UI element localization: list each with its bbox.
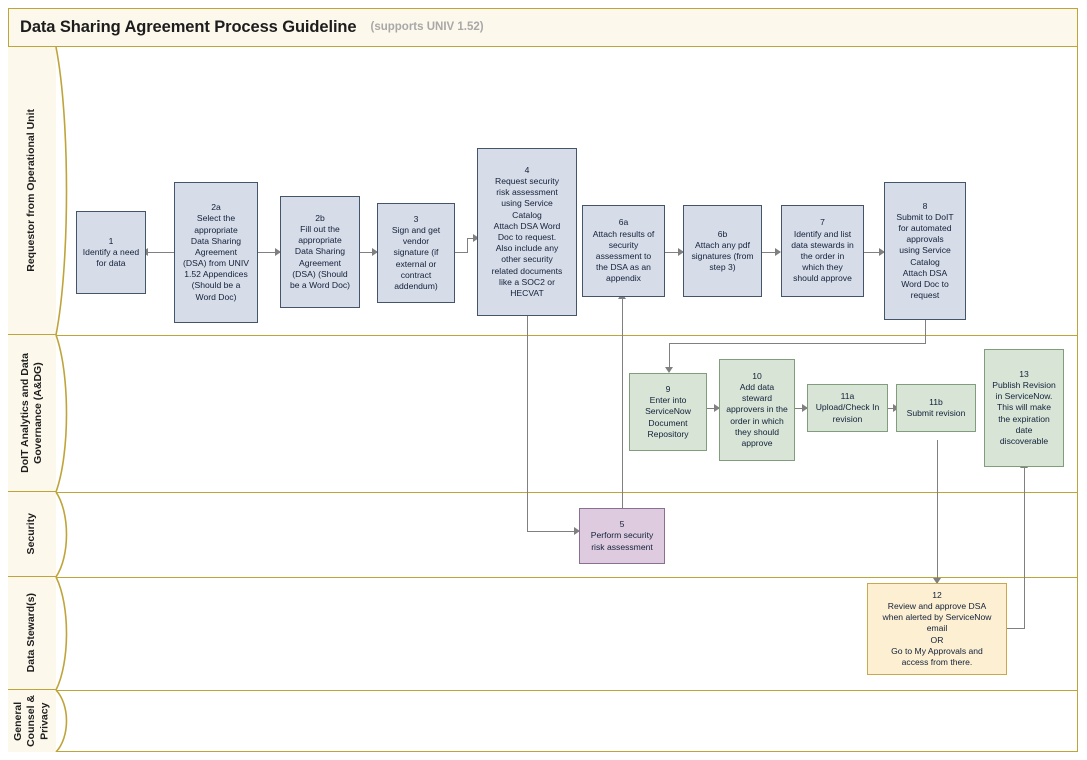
connector-10-to-11a	[795, 408, 807, 410]
lane-label-steward: Data Steward(s)	[8, 577, 56, 690]
arrowhead-3-to-4	[473, 234, 479, 242]
process-node-11b[interactable]: 11b Submit revision	[896, 384, 976, 432]
connector-12-to-13-seg2	[1024, 467, 1026, 629]
process-node-3[interactable]: 3 Sign and get vendor signature (if exte…	[377, 203, 455, 303]
arrowhead-6b-to-7	[775, 248, 781, 256]
arrowhead-7-to-8	[879, 248, 885, 256]
connector-3-to-4-seg3	[467, 238, 477, 240]
lane-divider-3	[56, 577, 1078, 578]
process-node-10[interactable]: 10 Add data steward approvers in the ord…	[719, 359, 795, 461]
lane-divider-1	[56, 335, 1078, 336]
connector-8-to-9-seg3	[669, 343, 671, 370]
connector-12-to-13-seg1	[1007, 628, 1025, 630]
process-node-8[interactable]: 8 Submit to DoIT for automated approvals…	[884, 182, 966, 320]
process-node-13[interactable]: 13 Publish Revision in ServiceNow. This …	[984, 349, 1064, 467]
arrowhead-11b-to-12	[933, 578, 941, 584]
lane-label-doit-text: DoIT Analytics and Data Governance (A&DG…	[18, 353, 44, 473]
process-node-6a[interactable]: 6a Attach results of security assessment…	[582, 205, 665, 297]
connector-9-to-10	[707, 408, 719, 410]
connector-7-to-8	[864, 252, 884, 254]
lane-label-security-text: Security	[25, 513, 38, 555]
connector-11b-to-12	[937, 440, 939, 583]
connector-8-to-9-seg1	[925, 320, 927, 344]
connector-4-to-5-seg1	[527, 316, 529, 532]
connector-2b-to-3	[360, 252, 377, 254]
lane-label-doit: DoIT Analytics and Data Governance (A&DG…	[8, 335, 56, 492]
process-node-7[interactable]: 7 Identify and list data stewards in the…	[781, 205, 864, 297]
process-node-11a[interactable]: 11a Upload/Check In revision	[807, 384, 888, 432]
connector-2a-to-2b	[258, 252, 280, 254]
arrowhead-4-to-5	[574, 527, 580, 535]
connector-4-to-5-seg2	[527, 531, 579, 533]
lane-label-steward-text: Data Steward(s)	[25, 593, 38, 673]
process-node-1[interactable]: 1 Identify a need for data	[76, 211, 146, 294]
arrowhead-6a-to-6b	[678, 248, 684, 256]
lane-divider-4	[56, 690, 1078, 691]
process-node-5[interactable]: 5 Perform security risk assessment	[579, 508, 665, 564]
arrowhead-8-to-9	[665, 367, 673, 373]
connector-6a-to-6b	[665, 252, 683, 254]
lane-label-security: Security	[8, 492, 56, 577]
connector-3-to-4-seg2	[467, 238, 469, 253]
arrowhead-2a-to-2b	[275, 248, 281, 256]
arrowhead-9-to-10	[714, 404, 720, 412]
process-node-2a[interactable]: 2a Select the appropriate Data Sharing A…	[174, 182, 258, 323]
lane-divider-2	[56, 492, 1078, 493]
connector-2a-to-1	[146, 252, 174, 254]
page-subtitle: (supports UNIV 1.52)	[370, 21, 484, 33]
lane-label-counsel: General Counsel & Privacy	[8, 690, 56, 752]
arrowhead-10-to-11a	[802, 404, 808, 412]
connector-5-to-6a	[622, 297, 624, 509]
connector-8-to-9-seg2	[669, 343, 926, 345]
process-node-4[interactable]: 4 Request security risk assessment using…	[477, 148, 577, 316]
arrowhead-2b-to-3	[372, 248, 378, 256]
lane-label-requestor-text: Requestor from Operational Unit	[25, 109, 38, 272]
lane-label-counsel-text: General Counsel & Privacy	[12, 695, 51, 747]
diagram-title-bar: Data Sharing Agreement Process Guideline…	[8, 8, 1078, 47]
connector-6b-to-7	[762, 252, 780, 254]
lane-label-requestor: Requestor from Operational Unit	[8, 47, 56, 335]
process-node-6b[interactable]: 6b Attach any pdf signatures (from step …	[683, 205, 762, 297]
connector-11a-to-11b	[888, 408, 896, 410]
connector-3-to-4-seg1	[455, 252, 468, 254]
process-node-9[interactable]: 9 Enter into ServiceNow Document Reposit…	[629, 373, 707, 451]
page-title: Data Sharing Agreement Process Guideline	[20, 17, 357, 36]
process-node-2b[interactable]: 2b Fill out the appropriate Data Sharing…	[280, 196, 360, 308]
process-node-12[interactable]: 12 Review and approve DSA when alerted b…	[867, 583, 1007, 675]
